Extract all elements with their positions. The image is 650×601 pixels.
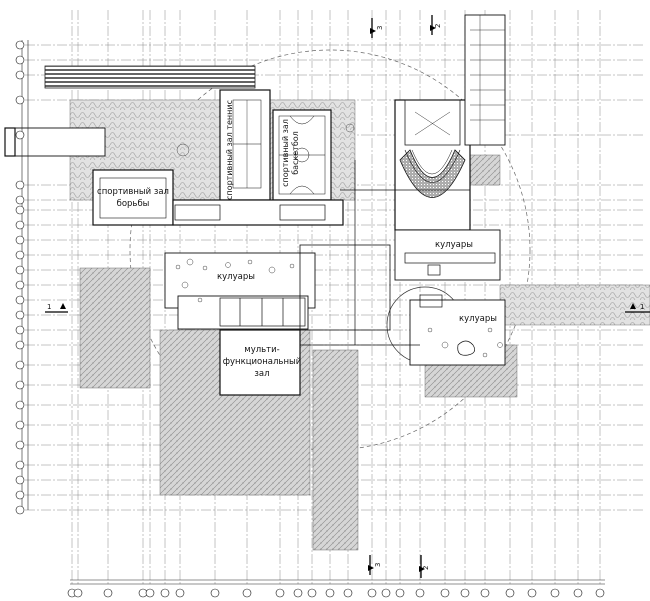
- corridor-left-label: кулуары: [217, 272, 255, 282]
- wrestling-hall-label-2: борьбы: [117, 199, 150, 209]
- room-labels: спортивный зал борьбы спортивный зал тен…: [97, 100, 497, 379]
- landscape-areas: [69, 99, 650, 551]
- section-marks: 1 1 2 2 3 3: [45, 15, 650, 578]
- section-3-top-label: 3: [376, 26, 384, 30]
- basketball-hall-label-1: спортивный зал: [281, 119, 290, 187]
- auditorium-seating: [399, 99, 466, 198]
- bleachers-stripes: [44, 65, 256, 89]
- dashed-circle-outline: [129, 49, 531, 451]
- partitions: [174, 160, 496, 346]
- multi-hall-label-3: зал: [254, 369, 269, 379]
- corridor-top-right-label: кулуары: [435, 240, 473, 250]
- dimension-lines: [21, 40, 605, 585]
- section-2-bottom-label: 2: [422, 566, 430, 570]
- section-3-bottom-label: 3: [374, 563, 382, 567]
- wrestling-hall-label-1: спортивный зал: [97, 187, 169, 197]
- section-1-right-label: 1: [640, 303, 644, 311]
- axis-bubbles-x: [67, 588, 605, 598]
- tennis-hall-label: спортивный зал теннис: [225, 100, 234, 200]
- axis-bubbles-y: [15, 40, 25, 515]
- section-2-top-label: 2: [434, 24, 442, 28]
- fixtures: [175, 123, 503, 358]
- multi-hall-label-2: функциональный: [223, 357, 302, 367]
- tower-rooms: [470, 15, 505, 145]
- multi-hall-label-1: мульти-: [244, 345, 279, 355]
- corridor-bottom-right-label: кулуары: [459, 314, 497, 324]
- section-1-left-label: 1: [47, 303, 51, 311]
- basketball-hall-label-2: баскетбол: [291, 131, 300, 175]
